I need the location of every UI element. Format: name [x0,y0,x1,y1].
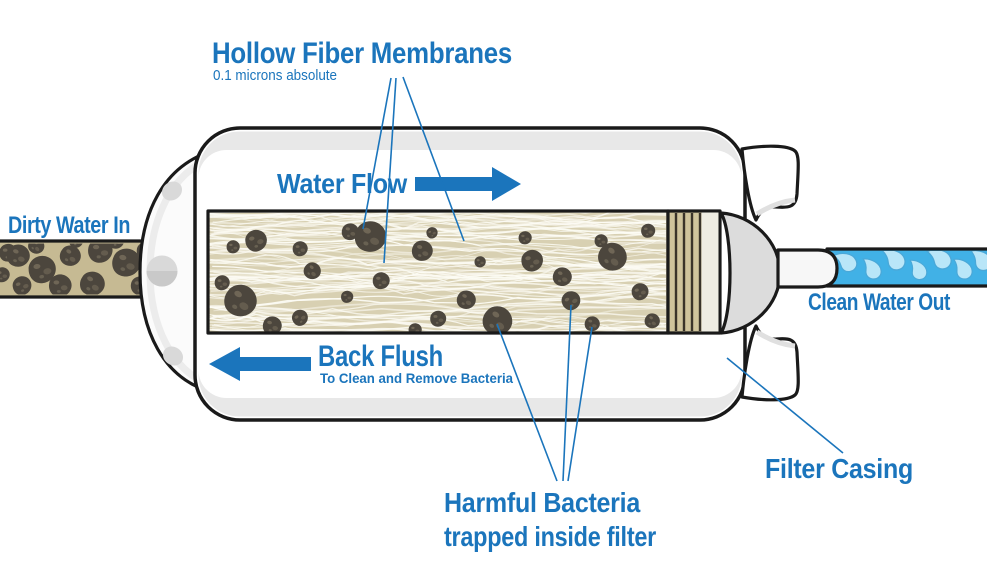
casing-flare-bottom [740,324,800,402]
clean-water-out-label: Clean Water Out [808,289,950,316]
clean-water-pipe [825,247,987,288]
back-flush-label: Back Flush [318,340,443,373]
membrane-leader-lines [362,76,465,264]
dirty-water-pipe [0,239,154,299]
diagram-subtitle: 0.1 microns absolute [213,67,337,84]
cap-port-bottom [162,346,184,366]
casing-interior-end [719,211,782,335]
hollow-fiber-membrane [206,209,670,335]
back-flush-left-arrow-icon [209,347,311,381]
membrane-end-rings [666,209,722,335]
dirty-water-in-label: Dirty Water In [8,212,130,239]
back-flush-note: To Clean and Remove Bacteria [320,370,513,386]
harmful-bacteria-label-line2: trapped inside filter [444,521,656,552]
water-flow-right-arrow-icon [415,167,521,201]
bacteria-leader-lines [496,304,593,482]
filter-casing-label: Filter Casing [765,453,913,484]
harmful-bacteria-label-line1: Harmful Bacteria [444,487,641,518]
outlet-nozzle [776,248,839,289]
diagram-title: Hollow Fiber Membranes [212,37,512,70]
casing-flare-top [740,144,800,222]
casing-leader-line [726,357,844,454]
water-flow-label: Water Flow [277,168,407,199]
cap-port-top [161,181,183,201]
